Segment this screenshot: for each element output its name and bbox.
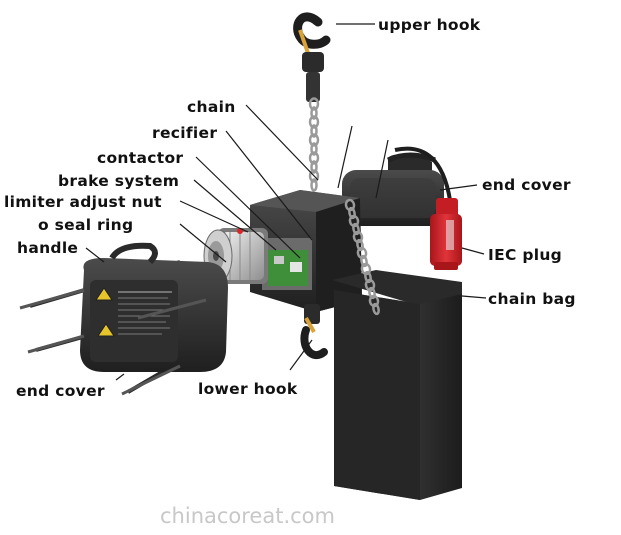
chain-link xyxy=(348,214,360,228)
leader-lines xyxy=(85,23,487,381)
label-lower-hook: lower hook xyxy=(198,380,298,398)
label-limiter-adjust-nut: limiter adjust nut xyxy=(4,193,162,211)
labels: upper hook chain recifier contactor brak… xyxy=(4,16,576,400)
chain-link xyxy=(310,124,318,138)
chain-link xyxy=(344,198,356,212)
label-upper-hook: upper hook xyxy=(378,16,481,34)
chain-link xyxy=(360,254,368,268)
watermark: chinacoreat.com xyxy=(160,504,335,528)
end-cover-left xyxy=(19,242,228,396)
chain-link xyxy=(308,115,320,129)
chain-link xyxy=(310,142,318,156)
label-iec-plug: IEC plug xyxy=(488,246,562,264)
chain-link xyxy=(308,151,320,165)
chain-link xyxy=(360,262,372,276)
label-chain: chain xyxy=(187,98,236,116)
lower-hook xyxy=(300,304,328,360)
chain-link xyxy=(356,246,368,260)
chain xyxy=(308,97,320,192)
chain-link xyxy=(348,206,356,220)
chain-link xyxy=(372,302,380,316)
label-end-cover-right: end cover xyxy=(482,176,571,194)
chain-link xyxy=(364,270,372,284)
label-chain-bag: chain bag xyxy=(488,290,576,308)
label-brake-system: brake system xyxy=(58,172,179,190)
chain-link xyxy=(368,286,376,300)
chain-link xyxy=(308,169,320,183)
label-recifier: recifier xyxy=(152,124,217,142)
chain-link xyxy=(308,133,320,147)
chain-link xyxy=(368,294,380,308)
label-end-cover-left: end cover xyxy=(16,382,105,400)
chain-bag xyxy=(332,270,462,500)
chain-link xyxy=(308,97,320,111)
chain-link xyxy=(356,238,364,252)
chain-link xyxy=(352,230,364,244)
label-contactor: contactor xyxy=(97,149,183,167)
upper-hook xyxy=(293,12,331,102)
chain-link xyxy=(310,178,318,192)
hoist-body xyxy=(250,190,362,312)
chain-link xyxy=(310,106,318,120)
chain-link xyxy=(352,222,360,236)
chain-link xyxy=(310,160,318,174)
chain-down xyxy=(344,198,380,316)
label-o-seal-ring: o seal ring xyxy=(38,216,133,234)
chain-link xyxy=(364,278,376,292)
label-handle: handle xyxy=(17,239,78,257)
iec-plug xyxy=(394,146,462,270)
